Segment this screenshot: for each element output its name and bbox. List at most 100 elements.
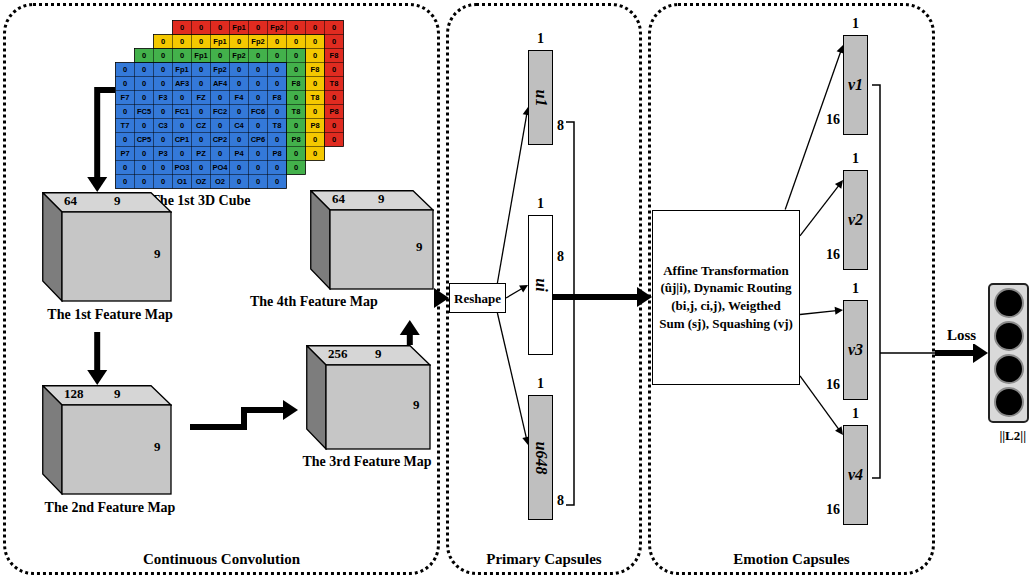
electrode-cell: 0 xyxy=(154,49,173,63)
electrode-cell: 0 xyxy=(173,49,192,63)
cube-side-face xyxy=(43,193,62,301)
output-vector: ||L2|| xyxy=(988,283,1029,423)
map-width: 9 xyxy=(375,347,382,362)
electrode-cell: 0 xyxy=(249,91,268,105)
capsule-name: v4 xyxy=(848,466,863,484)
thick-arrow xyxy=(190,400,298,427)
electrode-cell: 0 xyxy=(192,133,211,147)
electrode-cell: 0 xyxy=(116,77,135,91)
electrode-cell: O2 xyxy=(211,175,230,189)
electrode-cell: 0 xyxy=(116,175,135,189)
capsule-dimension: 8 xyxy=(557,249,564,265)
electrode-cell: F4 xyxy=(230,91,249,105)
electrode-cell: 0 xyxy=(287,147,306,161)
thin-arrow xyxy=(800,180,843,236)
map-height: 9 xyxy=(154,247,161,262)
vector-width: 1 xyxy=(844,406,867,422)
vector-width: 1 xyxy=(844,16,867,32)
arrow-line xyxy=(407,332,413,345)
band-layer xyxy=(116,63,287,189)
thick-arrow xyxy=(87,332,107,385)
map-height: 9 xyxy=(413,398,420,413)
dotted-panel: Emotion CapsulesAffine Transformation (û… xyxy=(648,3,935,575)
map-width: 9 xyxy=(114,387,121,402)
electrode-cell: 0 xyxy=(135,91,154,105)
electrode-cell: 0 xyxy=(116,161,135,175)
cube-drawing xyxy=(42,192,172,302)
cube-drawing xyxy=(42,385,172,495)
electrode-cell: 0 xyxy=(192,77,211,91)
electrode-cell: 0 xyxy=(135,77,154,91)
electrode-cell: 0 xyxy=(249,147,268,161)
cube-side-face xyxy=(307,346,326,449)
electrode-cell: 0 xyxy=(135,49,154,63)
electrode-cell: 0 xyxy=(268,49,287,63)
electrode-cell: 0 xyxy=(135,175,154,189)
output-unit xyxy=(995,322,1023,350)
emotion-capsule: 116v3 xyxy=(843,300,868,400)
arrow-line xyxy=(497,113,527,283)
arrow-line xyxy=(553,294,640,300)
capsule-name: v1 xyxy=(848,76,863,94)
emotion-capsule: 116v4 xyxy=(843,425,868,525)
electrode-cell: 0 xyxy=(249,161,268,175)
electrode-cell: P3 xyxy=(154,147,173,161)
electrode-cell: 0 xyxy=(192,105,211,119)
map-height: 9 xyxy=(416,240,423,255)
capsule-dimension: 16 xyxy=(826,247,840,263)
dotted-panel: Continuous ConvolutionThe 1st 3D Cube000… xyxy=(3,3,440,575)
electrode-cell: 0 xyxy=(268,35,287,49)
electrode-cell: 0 xyxy=(192,161,211,175)
thick-arrow xyxy=(935,343,988,363)
electrode-cell: 0 xyxy=(192,35,211,49)
electrode-cell: CP2 xyxy=(211,133,230,147)
cube-front-face xyxy=(62,212,171,301)
electrode-cell: 0 xyxy=(268,63,287,77)
arrow-line xyxy=(785,51,841,210)
vector-width: 1 xyxy=(529,196,552,212)
arrow-line xyxy=(506,288,523,298)
electrode-cell: 0 xyxy=(135,161,154,175)
electrode-cell: CP1 xyxy=(173,133,192,147)
electrode-cell: F8 xyxy=(306,63,325,77)
electrode-cell: 0 xyxy=(287,21,306,35)
electrode-cell: F8 xyxy=(268,91,287,105)
electrode-cell: 0 xyxy=(230,63,249,77)
feature-map-cube: 25699The 3rd Feature Map xyxy=(298,345,436,475)
electrode-cell: 0 xyxy=(249,77,268,91)
arrow-head xyxy=(835,180,843,189)
electrode-cell: OZ xyxy=(192,175,211,189)
electrode-cell: 0 xyxy=(135,119,154,133)
electrode-cell: 0 xyxy=(211,49,230,63)
electrode-cell: 0 xyxy=(154,77,173,91)
output-units xyxy=(990,285,1027,421)
capsule-bracket xyxy=(872,85,935,478)
map-width: 9 xyxy=(114,194,121,209)
map-width: 9 xyxy=(378,192,385,207)
electrode-cell: 0 xyxy=(116,133,135,147)
electrode-cell: 0 xyxy=(230,77,249,91)
electrode-cell: 0 xyxy=(230,35,249,49)
capsule-name: v3 xyxy=(848,341,863,359)
electrode-cell: 0 xyxy=(268,161,287,175)
electrode-cell: CP5 xyxy=(135,133,154,147)
cube-top-face xyxy=(43,193,171,212)
arrow-line xyxy=(800,376,839,430)
electrode-cell: 0 xyxy=(211,21,230,35)
electrode-cell: FZ xyxy=(192,91,211,105)
electrode-cell: Fp1 xyxy=(173,63,192,77)
vector-width: 1 xyxy=(844,281,867,297)
capsule-dimension: 8 xyxy=(557,118,564,134)
primary-capsule: 1u18 xyxy=(528,50,553,145)
electrode-cell: 0 xyxy=(154,105,173,119)
electrode-cell: 0 xyxy=(287,49,306,63)
cube-drawing xyxy=(310,190,434,290)
panel-title: Emotion Capsules xyxy=(651,551,932,568)
capsule-name: ui xyxy=(531,278,549,291)
electrode-cell: 0 xyxy=(268,77,287,91)
electrode-cell: C3 xyxy=(154,119,173,133)
electrode-cell: 0 xyxy=(173,147,192,161)
electrode-cell: C4 xyxy=(230,119,249,133)
electrode-cell: 0 xyxy=(287,161,306,175)
